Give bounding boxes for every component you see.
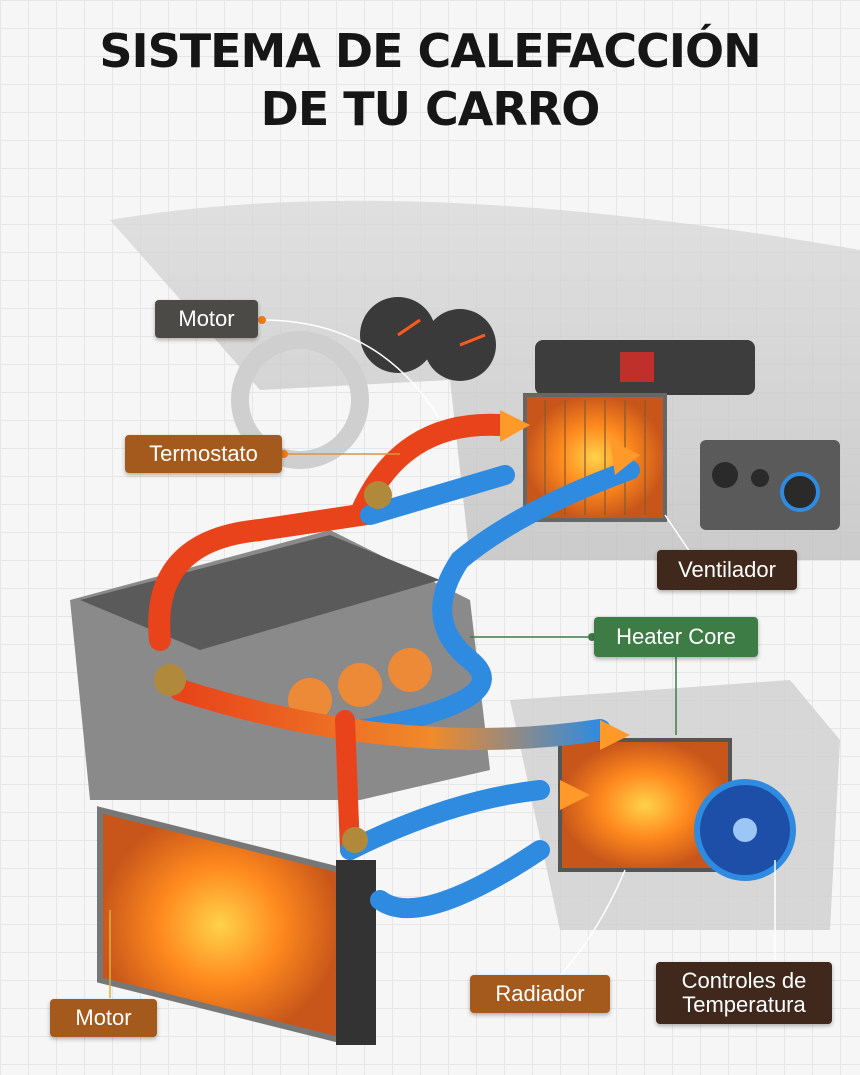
airflow-arrows	[500, 410, 640, 810]
label-radiador: Radiador	[470, 975, 610, 1013]
label-heater-core: Heater Core	[594, 617, 758, 657]
controles-line-2: Temperatura	[682, 992, 806, 1017]
cold-pipe-bottom	[370, 840, 550, 919]
title-line-1: SISTEMA DE CALEFACCIÓN	[99, 24, 761, 78]
cold-pipe-lower	[340, 780, 550, 860]
hazard-button	[620, 352, 654, 382]
label-motor-top: Motor	[155, 300, 258, 338]
mixed-pipe-middle	[169, 679, 611, 750]
page-title: SISTEMA DE CALEFACCIÓN DE TU CARRO	[0, 22, 860, 138]
dashboard	[110, 200, 860, 560]
controles-line-1: Controles de	[681, 968, 807, 993]
label-termostato: Termostato	[125, 435, 282, 473]
cold-pipe-loop	[350, 460, 640, 740]
title-line-2: DE TU CARRO	[260, 82, 601, 136]
steering-wheel	[231, 331, 369, 469]
brass-fittings	[154, 481, 392, 853]
label-controles-temperatura: Controles de Temperatura	[656, 962, 832, 1024]
label-ventilador: Ventilador	[657, 550, 797, 590]
temperature-knob	[780, 472, 820, 512]
label-motor-bottom: Motor	[50, 999, 157, 1037]
coolant-pipes	[148, 413, 640, 919]
hot-pipe-upper	[148, 413, 511, 651]
cold-pipe-upper	[360, 465, 515, 525]
hot-pipe-vertical	[335, 710, 360, 860]
